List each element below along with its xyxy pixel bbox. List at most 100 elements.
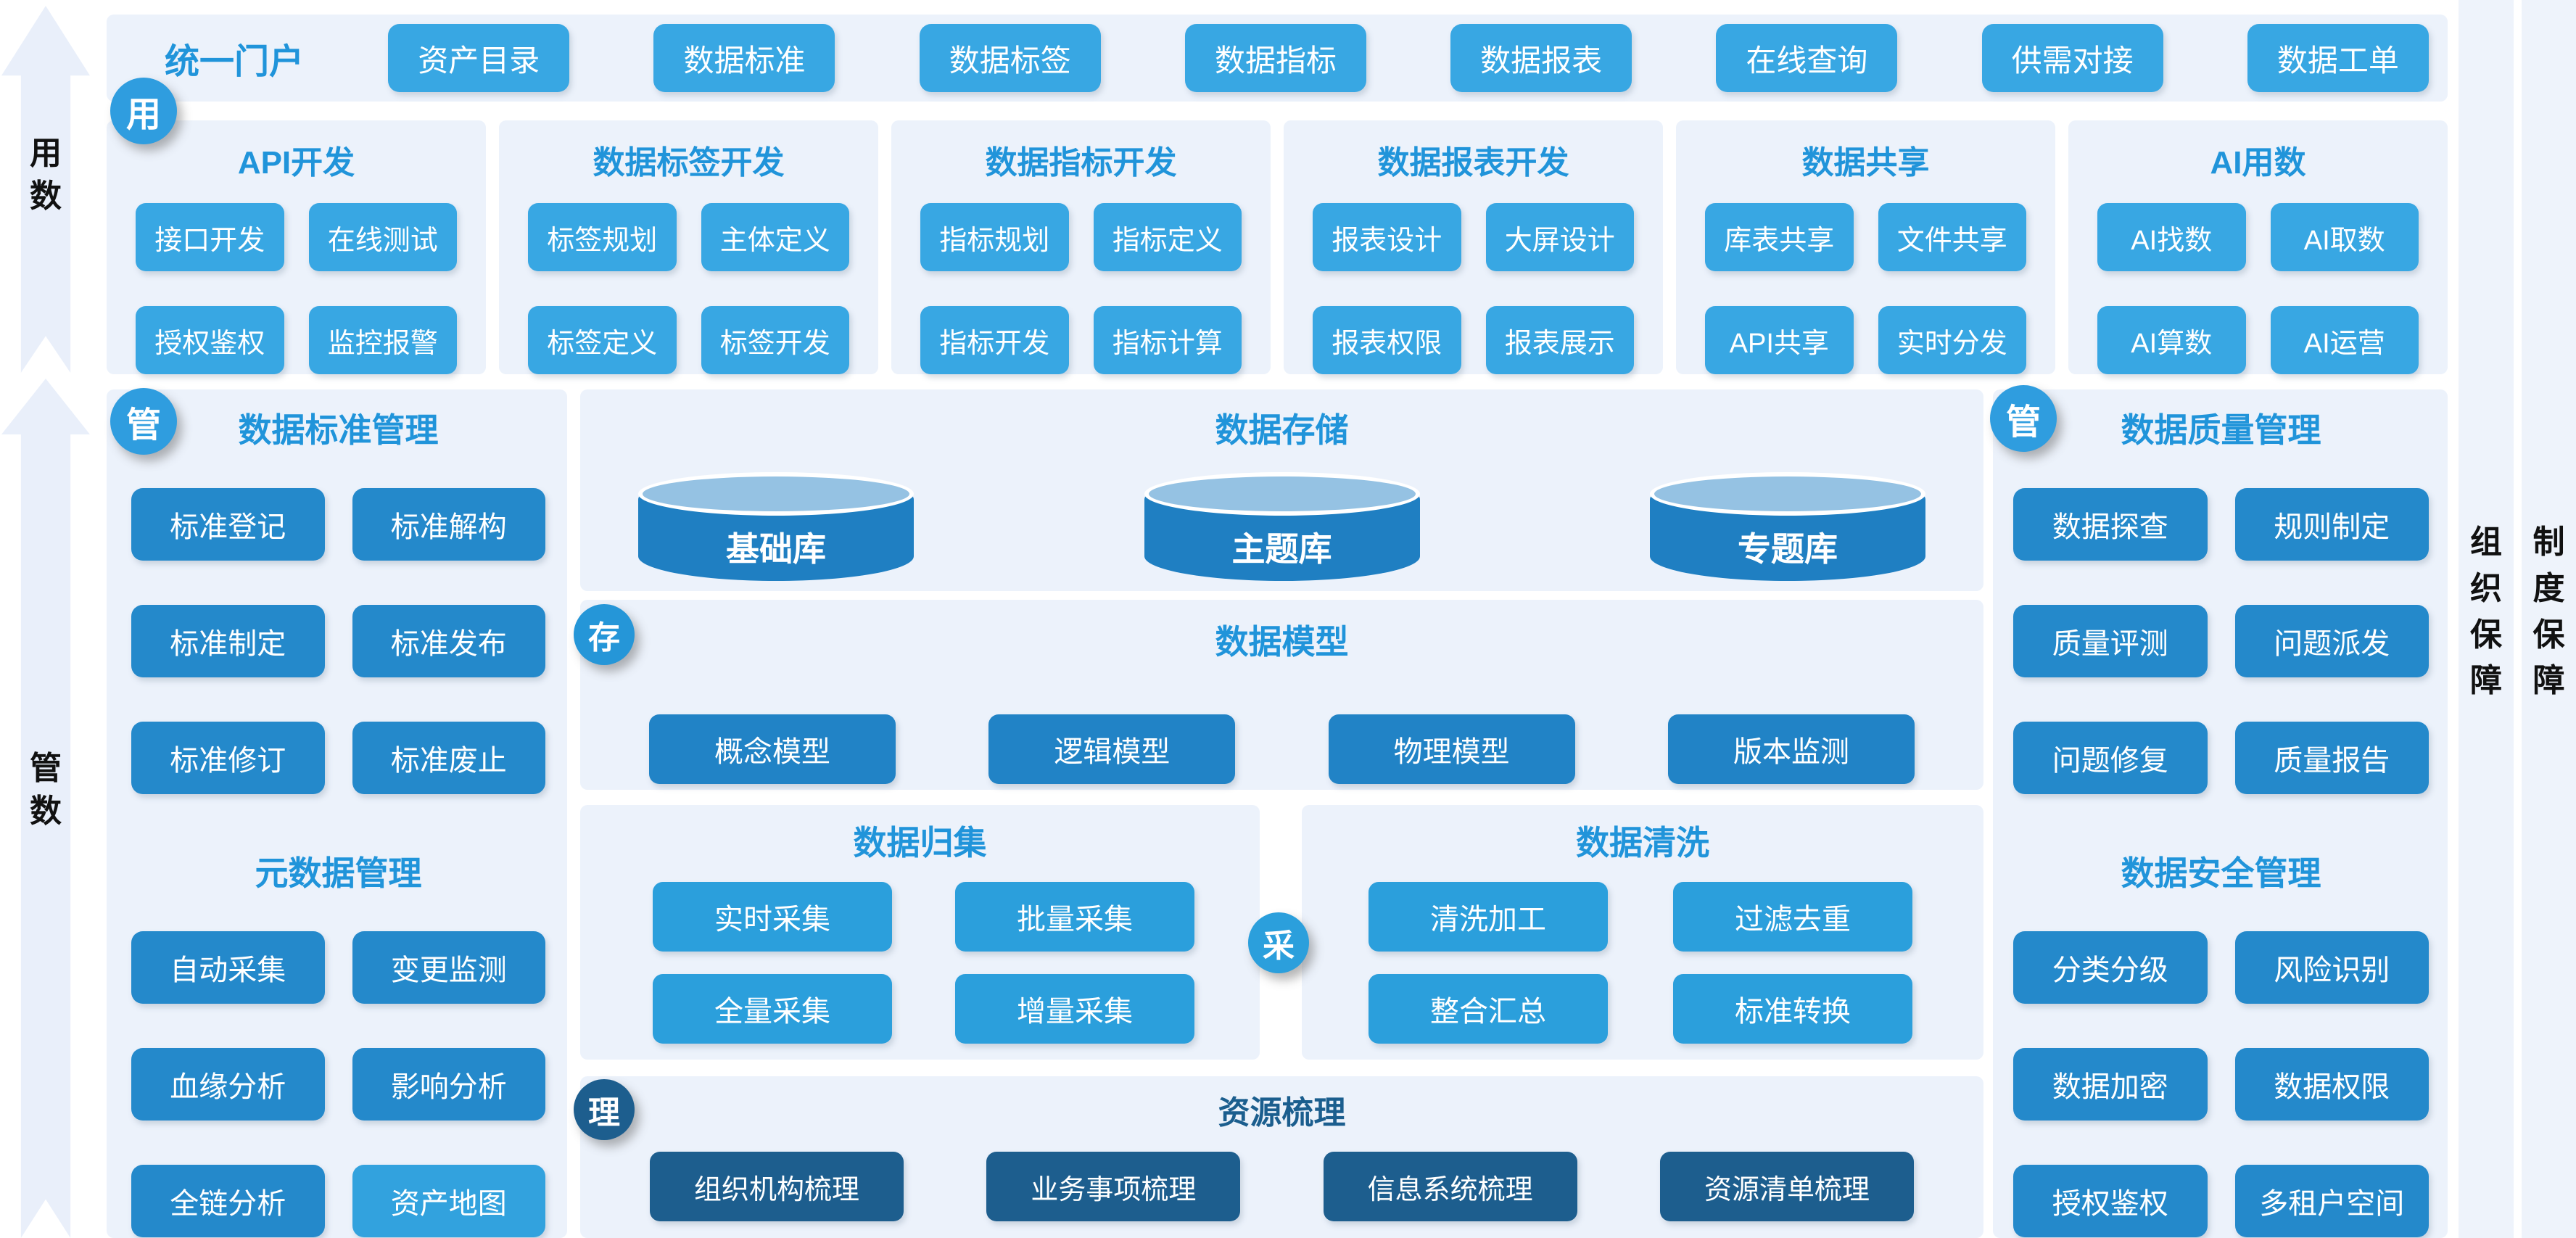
security-mgmt-item[interactable]: 数据权限: [2234, 1048, 2429, 1121]
report-dev-item[interactable]: 报表权限: [1313, 306, 1461, 374]
quality-mgmt-item[interactable]: 质量报告: [2234, 722, 2429, 794]
sharing-item[interactable]: 库表共享: [1705, 203, 1854, 271]
metadata-mgmt-item[interactable]: 变更监测: [352, 931, 545, 1004]
portal-item-data-indicator[interactable]: 数据指标: [1184, 24, 1366, 92]
organize-item[interactable]: 资源清单梳理: [1659, 1152, 1914, 1221]
standard-mgmt-item[interactable]: 标准解构: [352, 488, 545, 561]
label-dev-item[interactable]: 主体定义: [701, 203, 849, 271]
group-title-data-security-mgmt: 数据安全管理: [2121, 854, 2321, 892]
api-dev-item[interactable]: 授权鉴权: [136, 306, 284, 374]
organize-title: 资源梳理: [1218, 1095, 1346, 1131]
security-mgmt-item[interactable]: 多租户空间: [2234, 1165, 2429, 1237]
section-api-dev: API开发 接口开发 在线测试 授权鉴权 监控报警: [107, 120, 486, 374]
governance-right-column: 数据质量管理 数据探查 规则制定 质量评测 问题派发 问题修复 质量报告 数据安…: [1993, 389, 2448, 1238]
portal-item-data-label[interactable]: 数据标签: [919, 24, 1101, 92]
quality-mgmt-item[interactable]: 问题修复: [2013, 722, 2208, 794]
database-label: 专题库: [1738, 530, 1838, 568]
badge-collect: 采: [1248, 912, 1309, 973]
ai-data-item[interactable]: AI运营: [2270, 306, 2419, 374]
database-label: 基础库: [726, 530, 826, 568]
metadata-mgmt-item[interactable]: 自动采集: [131, 931, 325, 1004]
organize-item[interactable]: 组织机构梳理: [650, 1152, 904, 1221]
indicator-dev-item[interactable]: 指标规划: [920, 203, 1069, 271]
api-dev-item[interactable]: 监控报警: [308, 306, 457, 374]
data-collection-panel: 数据归集 实时采集 批量采集 全量采集 增量采集: [580, 805, 1260, 1060]
section-ai-data: AI用数 AI找数 AI取数 AI算数 AI运营: [2068, 120, 2448, 374]
rail-label-use-data: 用数: [30, 136, 62, 215]
unified-portal-panel: 统一门户 资产目录 数据标准 数据标签 数据指标 数据报表 在线查询 供需对接 …: [107, 15, 2448, 102]
metadata-mgmt-item[interactable]: 全链分析: [131, 1165, 325, 1237]
api-dev-item[interactable]: 接口开发: [136, 203, 284, 271]
indicator-dev-item[interactable]: 指标计算: [1093, 306, 1242, 374]
model-item[interactable]: 逻辑模型: [988, 714, 1236, 784]
metadata-mgmt-item[interactable]: 血缘分析: [131, 1048, 325, 1121]
indicator-dev-item[interactable]: 指标定义: [1093, 203, 1242, 271]
security-mgmt-item[interactable]: 风险识别: [2234, 931, 2429, 1004]
indicator-dev-item[interactable]: 指标开发: [920, 306, 1069, 374]
ai-data-item[interactable]: AI算数: [2097, 306, 2246, 374]
collection-item[interactable]: 增量采集: [955, 974, 1194, 1044]
metadata-mgmt-item-asset-map[interactable]: 资产地图: [352, 1165, 545, 1237]
data-storage-panel: 数据存储 基础库 主题库 专题库: [580, 389, 1983, 591]
sharing-item[interactable]: API共享: [1705, 306, 1854, 374]
development-sections-row: API开发 接口开发 在线测试 授权鉴权 监控报警 数据标签开发 标签规划 主体…: [107, 120, 2448, 374]
label-dev-item[interactable]: 标签规划: [528, 203, 677, 271]
badge-use: 用: [110, 78, 177, 144]
quality-mgmt-item[interactable]: 问题派发: [2234, 605, 2429, 677]
security-mgmt-item[interactable]: 分类分级: [2013, 931, 2208, 1004]
ai-data-item[interactable]: AI找数: [2097, 203, 2246, 271]
organize-item[interactable]: 信息系统梳理: [1323, 1152, 1577, 1221]
section-data-sharing: 数据共享 库表共享 文件共享 API共享 实时分发: [1676, 120, 2055, 374]
model-item[interactable]: 物理模型: [1328, 714, 1575, 784]
report-dev-item[interactable]: 报表设计: [1313, 203, 1461, 271]
cleaning-item[interactable]: 整合汇总: [1368, 974, 1608, 1044]
storage-title: 数据存储: [1215, 411, 1349, 449]
section-title: 数据共享: [1801, 145, 1930, 181]
model-item[interactable]: 版本监测: [1667, 714, 1915, 784]
sharing-item[interactable]: 文件共享: [1878, 203, 2026, 271]
cleaning-item[interactable]: 清洗加工: [1368, 882, 1608, 952]
api-dev-item[interactable]: 在线测试: [308, 203, 457, 271]
security-mgmt-item[interactable]: 数据加密: [2013, 1048, 2208, 1121]
sharing-item[interactable]: 实时分发: [1878, 306, 2026, 374]
collection-item[interactable]: 批量采集: [955, 882, 1194, 952]
badge-store: 存: [574, 604, 635, 665]
standard-mgmt-item[interactable]: 标准登记: [131, 488, 325, 561]
model-item[interactable]: 概念模型: [649, 714, 896, 784]
portal-item-data-report[interactable]: 数据报表: [1450, 24, 1632, 92]
metadata-mgmt-item[interactable]: 影响分析: [352, 1048, 545, 1121]
security-mgmt-item[interactable]: 授权鉴权: [2013, 1165, 2208, 1237]
portal-item-data-standard[interactable]: 数据标准: [653, 24, 835, 92]
cleaning-item[interactable]: 过滤去重: [1673, 882, 1912, 952]
rail-organization-guarantee: 组织保障: [2459, 0, 2514, 1238]
quality-mgmt-item[interactable]: 质量评测: [2013, 605, 2208, 677]
cylinder-top-icon: [1144, 472, 1420, 516]
portal-item-online-query[interactable]: 在线查询: [1716, 24, 1898, 92]
portal-item-asset-catalog[interactable]: 资产目录: [388, 24, 570, 92]
standard-mgmt-item[interactable]: 标准废止: [352, 722, 545, 794]
database-cylinder-basic[interactable]: 基础库: [638, 472, 914, 581]
report-dev-item[interactable]: 报表展示: [1485, 306, 1634, 374]
collection-item[interactable]: 全量采集: [653, 974, 892, 1044]
portal-item-supply-demand[interactable]: 供需对接: [1981, 24, 2163, 92]
label-dev-item[interactable]: 标签开发: [701, 306, 849, 374]
label-dev-item[interactable]: 标签定义: [528, 306, 677, 374]
report-dev-item[interactable]: 大屏设计: [1485, 203, 1634, 271]
organize-item[interactable]: 业务事项梳理: [986, 1152, 1241, 1221]
quality-mgmt-item[interactable]: 规则制定: [2234, 488, 2429, 561]
quality-mgmt-item[interactable]: 数据探查: [2013, 488, 2208, 561]
cylinder-top-icon: [1650, 472, 1925, 516]
database-cylinder-theme[interactable]: 主题库: [1144, 472, 1420, 581]
standard-mgmt-item[interactable]: 标准修订: [131, 722, 325, 794]
collection-title: 数据归集: [853, 824, 987, 862]
standard-mgmt-item[interactable]: 标准发布: [352, 605, 545, 677]
standard-mgmt-item[interactable]: 标准制定: [131, 605, 325, 677]
ai-data-item[interactable]: AI取数: [2270, 203, 2419, 271]
section-report-dev: 数据报表开发 报表设计 大屏设计 报表权限 报表展示: [1284, 120, 1663, 374]
cleaning-item[interactable]: 标准转换: [1673, 974, 1912, 1044]
cleaning-title: 数据清洗: [1576, 824, 1709, 862]
database-cylinder-special[interactable]: 专题库: [1650, 472, 1925, 581]
portal-item-data-ticket[interactable]: 数据工单: [2247, 24, 2429, 92]
collection-item[interactable]: 实时采集: [653, 882, 892, 952]
